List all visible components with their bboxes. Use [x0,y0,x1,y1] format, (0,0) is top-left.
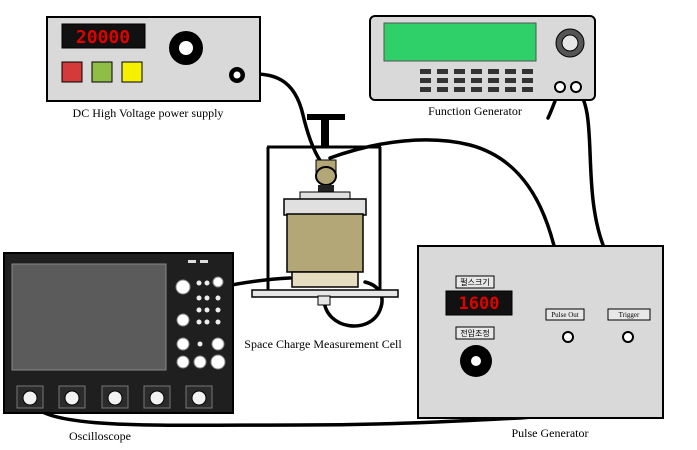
function-generator-label: Function Generator [428,104,522,118]
measurement-cell-label: Space Charge Measurement Cell [244,337,402,351]
osc-control-button[interactable] [204,295,210,301]
cell-body [286,213,364,273]
cell-top-electrode [315,166,337,186]
fg-key[interactable] [420,69,431,74]
osc-control-button[interactable] [215,295,221,301]
dc-supply-label: DC High Voltage power supply [73,106,224,120]
osc-control-knob[interactable] [193,355,207,369]
pg-width-label: 펄스크기 [460,277,489,287]
cell-screw-handle[interactable] [307,114,345,120]
hv-cable [235,72,328,170]
osc-control-button[interactable] [204,280,210,286]
fg-key[interactable] [420,78,431,83]
osc-control-button[interactable] [196,280,202,286]
osc-control-button[interactable] [196,319,202,325]
cell-bottom-electrode [291,271,359,288]
fg-key[interactable] [488,87,499,92]
osc-control-button[interactable] [197,341,203,347]
fg-output-terminal-2[interactable] [570,81,582,93]
osc-control-knob[interactable] [176,313,190,327]
dc-output-terminal-center [233,71,241,79]
pg-width-label-box [455,275,495,289]
osc-input-connector[interactable] [149,390,165,406]
cell-bottom-connector [317,295,331,306]
fg-key[interactable] [488,69,499,74]
cell-body-top-plate [283,198,367,216]
dc-voltage-knob-center [179,41,193,55]
measurement-cell [251,114,399,306]
dc-green-button[interactable] [91,61,113,83]
fg-key[interactable] [454,87,465,92]
fg-key[interactable] [505,69,516,74]
fg-knob-center [561,34,579,52]
osc-input-connector[interactable] [191,390,207,406]
osc-control-button[interactable] [196,307,202,313]
fg-key[interactable] [522,87,533,92]
osc-indicator-1 [188,260,196,263]
pg-display [445,290,513,316]
pg-trigger-label: Trigger [619,311,640,319]
dc-supply-display-value: 20000 [76,27,130,48]
dc-high-voltage-supply: 20000 [46,16,261,102]
osc-indicator-2 [200,260,208,263]
fg-key[interactable] [488,78,499,83]
fg-key[interactable] [505,78,516,83]
fg-key[interactable] [471,78,482,83]
cell-screw-shaft [321,118,329,148]
pg-pulse-out-terminal[interactable] [562,331,574,343]
pg-trigger-label-box [607,308,651,321]
fg-key[interactable] [437,69,448,74]
oscilloscope [3,252,234,414]
pulse-generator-label: Pulse Generator [512,426,589,440]
dc-yellow-button[interactable] [121,61,143,83]
fg-key[interactable] [471,69,482,74]
fg-key[interactable] [522,69,533,74]
osc-control-knob[interactable] [211,337,225,351]
fg-key[interactable] [420,87,431,92]
cell-neck [318,185,334,193]
fg-output-terminal-1[interactable] [554,81,566,93]
osc-control-button[interactable] [204,319,210,325]
osc-input-connectors [16,385,213,409]
pg-pulse-out-label-box [545,308,585,321]
osc-control-knob[interactable] [212,276,224,288]
osc-screen [11,263,167,371]
pg-trigger-terminal[interactable] [622,331,634,343]
fg-keypad [420,69,533,92]
oscilloscope-label: Oscilloscope [69,429,131,443]
dc-supply-display [61,23,146,49]
osc-control-knob[interactable] [176,355,190,369]
osc-control-button[interactable] [204,307,210,313]
fg-key[interactable] [437,87,448,92]
fg-key[interactable] [505,87,516,92]
osc-control-panel [175,276,226,370]
osc-control-button[interactable] [215,319,221,325]
pg-pulse-out-label: Pulse Out [551,311,578,319]
pg-voltage-knob-center [471,356,481,366]
osc-input-connector[interactable] [22,390,38,406]
fg-key[interactable] [437,78,448,83]
pg-voltage-label: 전압조정 [460,328,489,338]
fg-key[interactable] [454,78,465,83]
fg-display [383,22,537,62]
fg-key[interactable] [454,69,465,74]
osc-control-knob[interactable] [176,337,190,351]
pulse-generator: 펄스크기 1600 전압조정 Pulse Out Trigger [417,245,664,419]
osc-control-button[interactable] [215,307,221,313]
osc-input-connector[interactable] [107,390,123,406]
pg-voltage-label-box [455,326,495,340]
osc-control-button[interactable] [196,295,202,301]
fg-key[interactable] [522,78,533,83]
cell-loop-cable [322,280,384,328]
osc-control-knob[interactable] [175,279,191,295]
fg-key[interactable] [471,87,482,92]
dc-red-button[interactable] [61,61,83,83]
function-generator [369,15,596,101]
pg-display-value: 1600 [459,294,500,314]
osc-control-knob[interactable] [210,354,226,370]
osc-input-connector[interactable] [64,390,80,406]
dc-supply-case [46,16,261,102]
